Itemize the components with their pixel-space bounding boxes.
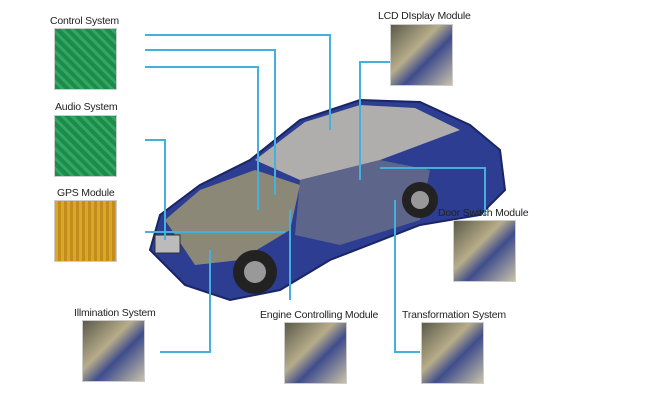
gps-module-image (54, 200, 117, 262)
control-system-image (54, 28, 117, 90)
lcd-display-module-label: LCD DIsplay Module (378, 10, 471, 22)
engine-controlling-module-image (284, 322, 347, 384)
gps-module-label: GPS Module (57, 187, 115, 199)
transformation-system-label: Transformation System (402, 309, 506, 321)
audio-system-label: Audio System (55, 101, 118, 113)
car-illustration (148, 98, 507, 302)
engine-controlling-module-label: Engine Controlling Module (260, 309, 379, 321)
door-switch-module-image (453, 220, 516, 282)
connector-lines (145, 34, 486, 353)
door-switch-module-label: Door Switch Module (438, 207, 529, 219)
illumination-system-image (82, 320, 145, 382)
audio-system-image (54, 115, 117, 177)
illumination-system-label: Illmination System (74, 307, 156, 319)
lcd-display-module-image (390, 24, 453, 86)
control-system-label: Control System (50, 15, 119, 27)
transformation-system-image (421, 322, 484, 384)
